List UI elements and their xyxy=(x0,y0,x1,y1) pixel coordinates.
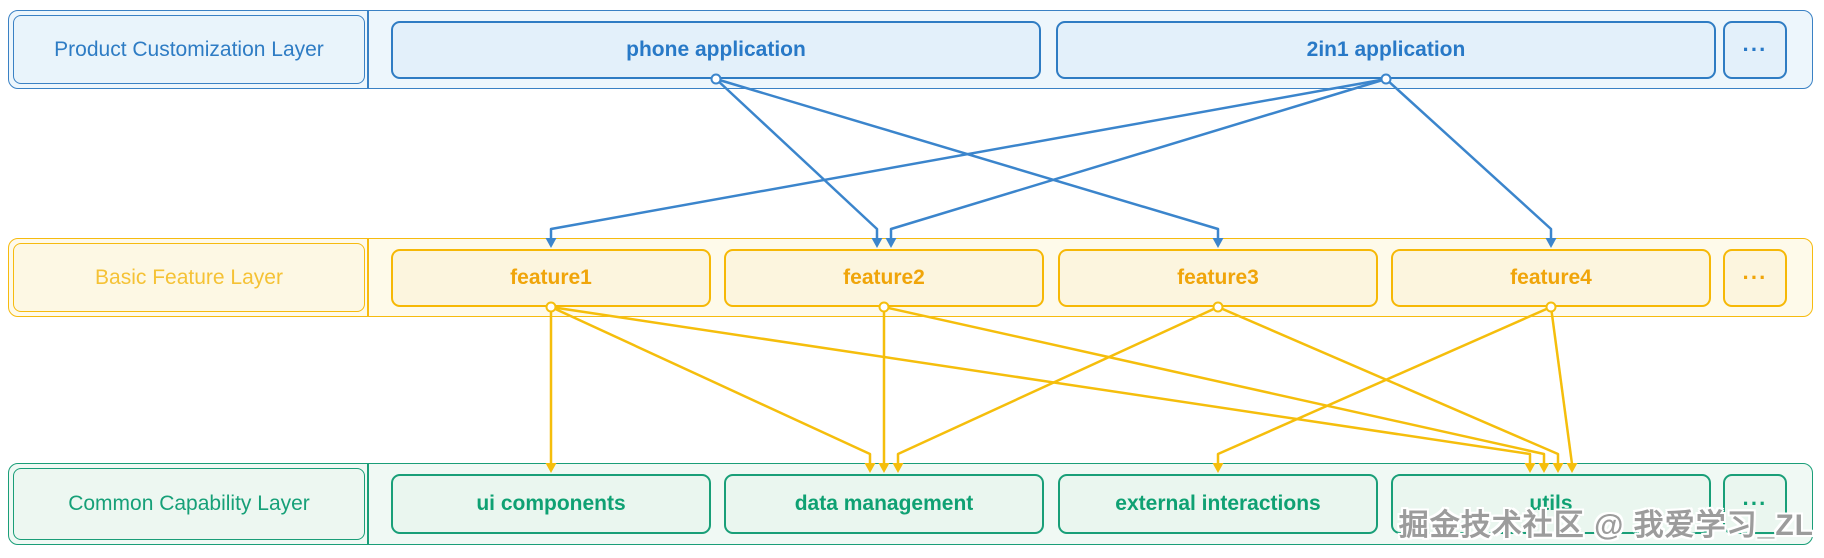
node-label: feature4 xyxy=(1510,266,1592,289)
node-label: feature1 xyxy=(510,266,592,289)
node-2in1-application: 2in1 application xyxy=(1056,21,1716,79)
arrow-feature1-to-utils xyxy=(550,305,1532,464)
layer-basic-feature: Basic Feature Layer feature1 feature2 fe… xyxy=(8,238,1813,317)
layer-label-product-customization: Product Customization Layer xyxy=(13,15,365,84)
node-label: phone application xyxy=(626,38,806,61)
arrow-feature3-to-data xyxy=(896,305,1219,464)
node-feature-more: ··· xyxy=(1723,249,1787,307)
layer-label-text: Basic Feature Layer xyxy=(95,265,283,289)
layer-product-customization: Product Customization Layer phone applic… xyxy=(8,10,1813,89)
watermark: 掘金技术社区 @ 我爱学习_ZL xyxy=(1398,509,1814,542)
arrow-feature4-to-ext xyxy=(1216,305,1552,464)
node-feature4: feature4 xyxy=(1391,249,1711,307)
arrow-phone-to-feature3 xyxy=(715,77,1220,239)
layer-common-capability: Common Capability Layer ui components da… xyxy=(8,463,1813,545)
node-feature2: feature2 xyxy=(724,249,1044,307)
node-capability-more: ··· xyxy=(1723,474,1787,534)
ellipsis-icon: ··· xyxy=(1742,265,1768,290)
arrow-phone-to-feature2 xyxy=(715,78,879,239)
node-label: external interactions xyxy=(1115,492,1321,515)
layer-divider xyxy=(367,464,369,544)
arrow-app2in1-to-feature1 xyxy=(549,77,1387,239)
node-feature3: feature3 xyxy=(1058,249,1378,307)
arrow-feature2-to-utils xyxy=(883,305,1546,464)
node-product-more: ··· xyxy=(1723,21,1787,79)
node-external-interactions: external interactions xyxy=(1058,474,1378,534)
layer-label-text: Product Customization Layer xyxy=(54,37,324,61)
node-phone-application: phone application xyxy=(391,21,1041,79)
layer-label-text: Common Capability Layer xyxy=(68,492,310,515)
node-data-management: data management xyxy=(724,474,1044,534)
node-label: data management xyxy=(794,492,974,515)
node-label: feature3 xyxy=(1177,266,1259,289)
node-ui-components: ui components xyxy=(391,474,711,534)
layer-divider xyxy=(367,11,369,88)
node-feature1: feature1 xyxy=(391,249,711,307)
node-utils: utils xyxy=(1391,474,1711,534)
layer-divider xyxy=(367,239,369,316)
arrow-feature1-to-data xyxy=(550,305,872,464)
node-label: 2in1 application xyxy=(1306,38,1466,61)
arrow-app2in1-to-feature4 xyxy=(1385,78,1553,239)
node-label: feature2 xyxy=(843,266,925,289)
ellipsis-icon: ··· xyxy=(1742,37,1768,62)
layer-label-common-capability: Common Capability Layer xyxy=(13,468,365,540)
node-label: utils xyxy=(1529,492,1573,515)
layer-label-basic-feature: Basic Feature Layer xyxy=(13,243,365,312)
arrow-app2in1-to-feature2 xyxy=(889,77,1387,239)
ellipsis-icon: ··· xyxy=(1742,491,1768,516)
arrow-feature4-to-utils xyxy=(1549,306,1574,465)
arrow-feature3-to-utils xyxy=(1217,305,1560,464)
node-label: ui components xyxy=(476,492,626,515)
